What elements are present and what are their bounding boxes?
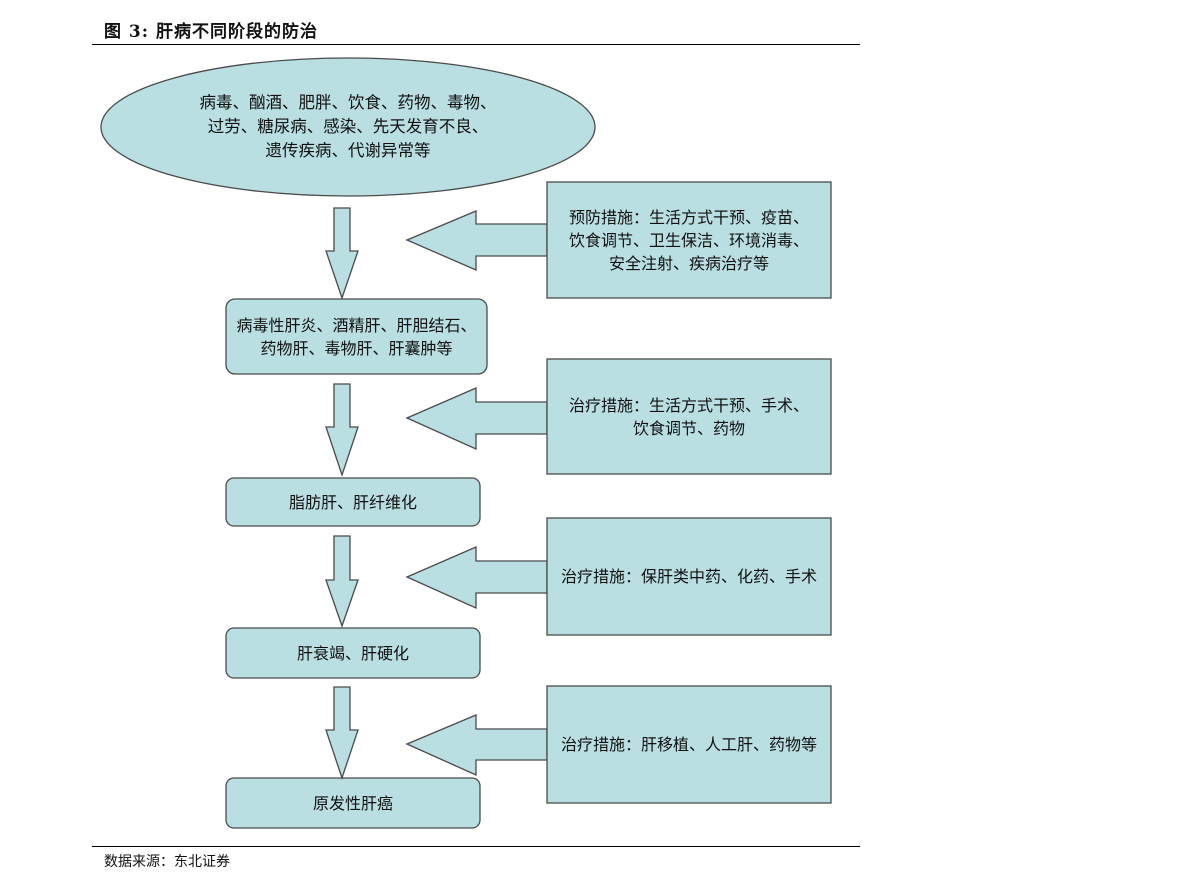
stage-box-liver-cancer — [225, 777, 481, 829]
stage-line: 脂肪肝、肝纤维化 — [288, 492, 417, 512]
causes-line: 病毒、酗酒、肥胖、饮食、药物、毒物、 — [199, 93, 497, 112]
down-arrow-3 — [325, 535, 359, 628]
stage-line: 原发性肝癌 — [312, 793, 393, 813]
measure-line: 治疗措施：保肝类中药、化药、手术 — [560, 567, 817, 586]
stage-text-liver-cancer: 原发性肝癌 — [226, 778, 480, 828]
left-arrow-treatment-1 — [405, 387, 548, 451]
causes-ellipse — [100, 57, 596, 197]
stage-line: 肝衰竭、肝硬化 — [296, 643, 409, 663]
measure-line: 安全注射、疾病治疗等 — [608, 253, 769, 273]
measure-text-treatment-2: 治疗措施：保肝类中药、化药、手术 — [547, 518, 831, 635]
stage-box-hepatitis — [225, 298, 488, 375]
down-arrow-1 — [325, 207, 359, 301]
left-arrow-prevention — [405, 210, 548, 271]
measure-text-treatment-3: 治疗措施：肝移植、人工肝、药物等 — [547, 686, 831, 803]
left-arrow-treatment-3 — [405, 714, 548, 777]
measure-line: 预防措施：生活方式干预、疫苗、 — [568, 207, 809, 227]
left-arrow-treatment-2 — [405, 546, 548, 610]
measure-text-prevention: 预防措施：生活方式干预、疫苗、 饮食调节、卫生保洁、环境消毒、 安全注射、疾病治… — [547, 182, 831, 298]
measure-box-treatment-1 — [546, 358, 832, 475]
causes-text: 病毒、酗酒、肥胖、饮食、药物、毒物、 过劳、糖尿病、感染、先天发育不良、 遗传疾… — [168, 84, 528, 170]
stage-line: 药物肝、毒物肝、肝囊肿等 — [260, 338, 453, 358]
bottom-rule — [92, 846, 860, 847]
stage-line: 病毒性肝炎、酒精肝、肝胆结石、 — [236, 315, 477, 335]
causes-line: 遗传疾病、代谢异常等 — [265, 141, 431, 160]
measure-text-treatment-1: 治疗措施：生活方式干预、手术、 饮食调节、药物 — [547, 359, 831, 474]
stage-box-fatty-liver — [225, 477, 481, 527]
figure-title: 图 3: 肝病不同阶段的防治 — [104, 22, 318, 42]
down-arrow-2 — [325, 383, 359, 478]
source-note: 数据来源：东北证券 — [104, 854, 230, 870]
causes-line: 过劳、糖尿病、感染、先天发育不良、 — [207, 117, 489, 136]
stage-box-cirrhosis — [225, 627, 481, 679]
top-rule — [92, 44, 860, 45]
measure-line: 饮食调节、药物 — [632, 418, 745, 438]
measure-line: 治疗措施：生活方式干预、手术、 — [568, 395, 809, 415]
measure-box-treatment-2 — [546, 517, 832, 636]
down-arrow-4 — [325, 686, 359, 781]
measure-box-treatment-3 — [546, 685, 832, 804]
stage-text-hepatitis: 病毒性肝炎、酒精肝、肝胆结石、 药物肝、毒物肝、肝囊肿等 — [226, 299, 487, 374]
measure-line: 治疗措施：肝移植、人工肝、药物等 — [560, 735, 817, 754]
stage-text-cirrhosis: 肝衰竭、肝硬化 — [226, 628, 480, 678]
measure-line: 饮食调节、卫生保洁、环境消毒、 — [568, 230, 809, 250]
stage-text-fatty-liver: 脂肪肝、肝纤维化 — [226, 478, 480, 526]
measure-box-prevention — [546, 181, 832, 299]
